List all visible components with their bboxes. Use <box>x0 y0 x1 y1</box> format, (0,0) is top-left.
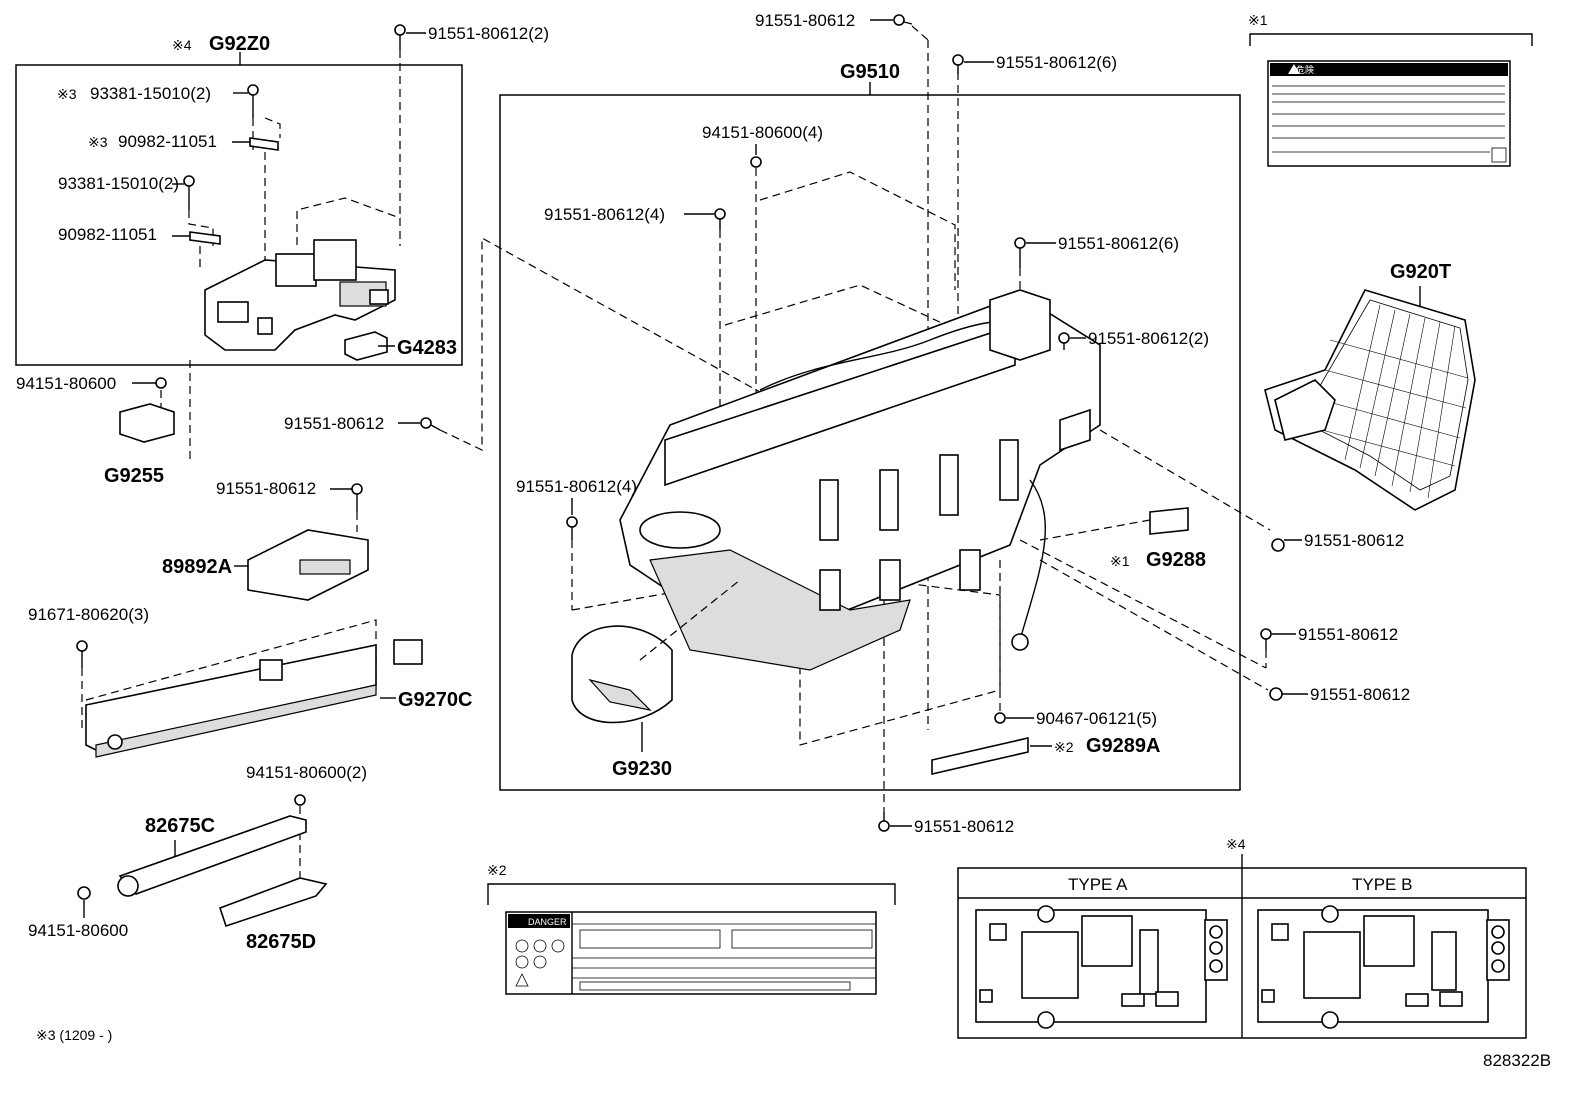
part-number-91551-80612-4-a: 91551-80612(4) <box>544 205 665 224</box>
82675c-label: 82675C <box>145 815 215 837</box>
screw-icon <box>1014 237 1026 268</box>
g9289a-label: G9289A <box>1086 735 1161 757</box>
screw-icon <box>394 24 406 50</box>
group-g9510: G9510 <box>499 11 1241 812</box>
82675d-label: 82675D <box>246 931 316 953</box>
type-b-heading: TYPE B <box>1352 875 1412 894</box>
caution-label-1-title: 危険 <box>1296 64 1314 75</box>
note-2-mark: ※2 <box>487 862 507 878</box>
part-number-91551-80612-mid-left: 91551-80612 <box>284 414 384 433</box>
part-number-91551-80612-89892a: 91551-80612 <box>216 479 316 498</box>
part-number-94151-80600-4: 94151-80600(4) <box>702 123 823 142</box>
note-mark: ※3 <box>57 86 77 102</box>
g9255-part <box>119 403 175 443</box>
clip-icon <box>994 712 1006 724</box>
part-number-94151-80600-left: 94151-80600 <box>16 374 116 393</box>
caution-label-1: 危険 <box>1267 60 1511 167</box>
screw-icon <box>183 175 195 210</box>
g9230-duct <box>571 625 673 724</box>
drawing-number: 828322B <box>1483 1051 1551 1070</box>
note-mark: ※3 <box>88 134 108 150</box>
g9230-label: G9230 <box>612 758 672 780</box>
part-number-91551-80612-right-3: 91551-80612 <box>1310 685 1410 704</box>
g9270c-module <box>85 639 423 758</box>
part-number-91551-80612-2-top: 91551-80612(2) <box>428 24 549 43</box>
nut-icon <box>155 377 167 389</box>
g92z0-note-mark: ※4 <box>172 37 192 53</box>
screw-icon <box>1269 687 1283 701</box>
part-number-91551-80612-top-center: 91551-80612 <box>755 11 855 30</box>
g9288-label: G9288 <box>1146 549 1206 571</box>
clip-icon <box>189 231 221 245</box>
part-number-91551-80612-6-a: 91551-80612(6) <box>996 53 1117 72</box>
group-g92z0: ※4 G92Z0 ※3 93381-15010(2) ※3 90982-1105… <box>15 33 463 366</box>
g9289a-note-mark: ※2 <box>1054 739 1074 755</box>
screw-icon <box>952 54 964 74</box>
g9289a-label-part <box>931 736 1029 776</box>
89892a-label: 89892A <box>162 556 232 578</box>
screw-icon <box>420 417 441 431</box>
part-number-91551-80612-4-b: 91551-80612(4) <box>516 477 637 496</box>
screw-icon <box>1271 538 1285 552</box>
relay-block-assembly <box>204 239 396 351</box>
note-4-mark: ※4 <box>1226 836 1246 852</box>
nut-icon <box>294 794 306 806</box>
part-number-93381-15010-b: 93381-15010(2) <box>58 174 179 193</box>
screw-icon <box>566 516 578 540</box>
type-variants-table: TYPE A TYPE B <box>957 867 1527 1039</box>
part-number-90982-11051-b: 90982-11051 <box>58 225 157 244</box>
note-1-mark: ※1 <box>1248 12 1268 28</box>
clip-icon <box>249 137 279 151</box>
screw-icon <box>1058 332 1070 350</box>
screw-icon <box>893 14 913 26</box>
part-number-91551-80612-bottom: 91551-80612 <box>914 817 1014 836</box>
g920t-label: G920T <box>1390 261 1451 283</box>
part-number-91671-80620-3: 91671-80620(3) <box>28 605 149 624</box>
screw-icon <box>76 640 88 668</box>
danger-label-2: DANGER <box>505 911 877 995</box>
82675d-part <box>218 877 328 928</box>
screw-icon <box>878 812 890 832</box>
screw-icon <box>1260 628 1272 650</box>
g4283-part <box>344 331 388 361</box>
g92z0-frame <box>15 64 463 366</box>
g9255-label: G9255 <box>104 465 164 487</box>
part-number-94151-80600-2: 94151-80600(2) <box>246 763 367 782</box>
g9510-label: G9510 <box>840 61 900 83</box>
type-a-heading: TYPE A <box>1068 875 1128 894</box>
part-number-91551-80612-2-b: 91551-80612(2) <box>1088 329 1209 348</box>
type-b-relay-board <box>1257 905 1510 1029</box>
battery-tray-assembly <box>619 289 1101 671</box>
danger-label-2-title: DANGER <box>528 917 567 927</box>
screw-icon <box>351 483 363 512</box>
part-number-91551-80612-right-2: 91551-80612 <box>1298 625 1398 644</box>
part-number-91551-80612-right-1: 91551-80612 <box>1304 531 1404 550</box>
nut-icon <box>750 156 762 168</box>
part-number-93381-15010-a: 93381-15010(2) <box>90 84 211 103</box>
part-number-94151-80600-bottom-left: 94151-80600 <box>28 921 128 940</box>
g92z0-label: G92Z0 <box>209 33 270 55</box>
g920t-cover <box>1264 289 1476 511</box>
part-number-90982-11051-a: 90982-11051 <box>118 132 217 151</box>
g9288-note-mark: ※1 <box>1110 553 1130 569</box>
type-a-relay-board <box>975 905 1228 1029</box>
screw-icon <box>714 208 726 230</box>
nut-icon <box>77 886 91 900</box>
g9288-label-part <box>1149 507 1189 535</box>
g9270c-label: G9270C <box>398 689 473 711</box>
part-number-91551-80612-6-b: 91551-80612(6) <box>1058 234 1179 253</box>
g4283-label: G4283 <box>397 337 457 359</box>
footnote-3: ※3 (1209 - ) <box>36 1027 112 1043</box>
screw-icon <box>247 84 259 118</box>
part-number-90467-06121-5: 90467-06121(5) <box>1036 709 1157 728</box>
